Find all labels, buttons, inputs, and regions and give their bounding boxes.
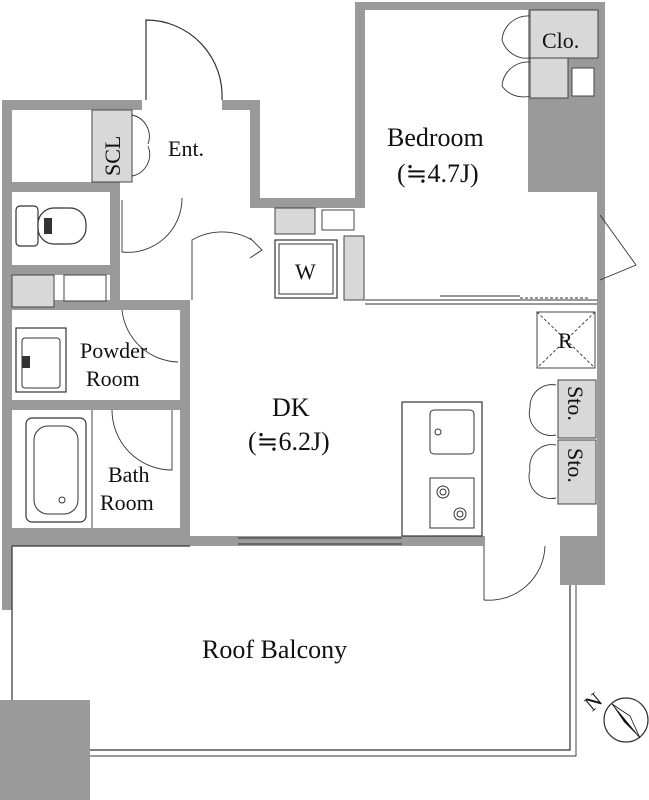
corner-column xyxy=(0,700,90,800)
pipe-space xyxy=(571,67,595,97)
powder-room-label-2: Room xyxy=(86,366,140,391)
stove xyxy=(429,477,475,529)
wash-door-marker xyxy=(249,237,263,259)
bath-room-label-2: Room xyxy=(100,490,154,515)
wall-toilet-bottom xyxy=(12,265,118,275)
roof-balcony-label: Roof Balcony xyxy=(202,635,347,664)
shoe-closet xyxy=(91,109,133,183)
powder-door xyxy=(121,309,179,363)
wall-upper-mid xyxy=(250,198,365,208)
washer xyxy=(274,239,338,299)
bedroom-label: Bedroom xyxy=(387,123,484,152)
wall-bedroom-left xyxy=(355,2,365,207)
bedroom-size: (≒4.7J) xyxy=(397,159,479,188)
shoe-closet-doors xyxy=(131,114,151,177)
refrigerator-label: R xyxy=(558,328,573,353)
toilet-box xyxy=(63,274,107,302)
closet-lower xyxy=(529,57,569,99)
fixtures xyxy=(11,9,599,537)
entrance-label: Ent. xyxy=(168,136,204,161)
wash-shelf xyxy=(274,207,316,235)
balcony-door xyxy=(483,545,546,601)
wall-toilet-top xyxy=(12,182,118,192)
toilet-tank xyxy=(15,205,39,247)
doors xyxy=(111,15,637,601)
storage-label-2: Sto. xyxy=(563,448,588,483)
wall-powder-top xyxy=(12,300,190,310)
wall-left xyxy=(2,100,12,610)
storage-label-1: Sto. xyxy=(563,386,588,421)
closet-doors xyxy=(501,15,531,98)
closet xyxy=(529,9,599,59)
windows xyxy=(238,295,597,545)
wall-bath-bottom xyxy=(12,528,190,546)
bathtub xyxy=(25,417,87,523)
powder-room-label-1: Powder xyxy=(80,338,148,363)
storage-doors xyxy=(528,384,557,499)
wall-toilet-right xyxy=(110,182,120,310)
bath-room-label-1: Bath xyxy=(108,462,150,487)
burner-1 xyxy=(436,485,450,499)
balcony-outline xyxy=(11,545,577,757)
wall-bedroom-top xyxy=(355,2,605,10)
toilet-shelf xyxy=(11,274,55,308)
wall-bath-top xyxy=(12,400,190,410)
toilet-bowl xyxy=(37,207,87,245)
sink xyxy=(429,409,475,455)
compass-label: N xyxy=(580,688,607,716)
burner-2 xyxy=(453,507,467,521)
hall-door xyxy=(191,231,253,300)
wall-dk-left xyxy=(180,300,190,546)
dk-size: (≒6.2J) xyxy=(248,427,330,456)
closet-label: Clo. xyxy=(542,28,579,53)
wall-top-entry xyxy=(222,100,260,110)
wash-side xyxy=(343,235,365,301)
storage-unit-1 xyxy=(557,379,597,439)
storage-unit-2 xyxy=(557,439,597,505)
pipe-box xyxy=(321,209,355,231)
shoe-closet-label: SCL xyxy=(100,136,125,176)
wall-dk-bottom xyxy=(190,536,485,546)
dk-label: DK xyxy=(272,393,310,422)
compass: N xyxy=(580,688,649,743)
toilet-door xyxy=(121,197,183,253)
washer-label: W xyxy=(295,259,316,284)
bedroom-window xyxy=(599,214,637,281)
front-door xyxy=(145,19,223,101)
wall-right xyxy=(597,310,605,585)
wall-bedroom-right xyxy=(597,190,605,310)
labels: Bedroom (≒4.7J) DK (≒6.2J) Roof Balcony … xyxy=(80,28,588,664)
wall-top-left xyxy=(2,100,142,110)
bath-door xyxy=(111,409,173,471)
wall-entry-right xyxy=(250,100,260,205)
